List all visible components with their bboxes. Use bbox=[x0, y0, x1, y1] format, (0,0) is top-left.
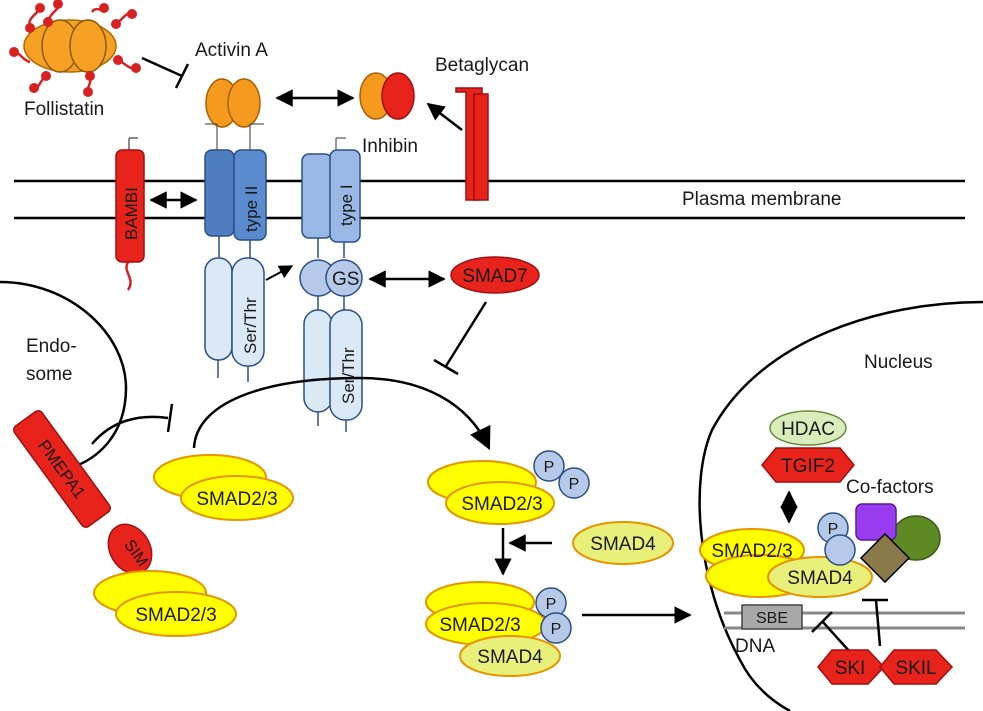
smad-complex-nucleus-smad23-label: SMAD2/3 bbox=[711, 541, 792, 562]
plasma-membrane bbox=[14, 179, 965, 220]
hdac-protein bbox=[769, 410, 847, 446]
cofactor-shapes bbox=[855, 503, 941, 584]
activin-a-ligand bbox=[205, 78, 261, 128]
phospho-p2: P bbox=[569, 476, 580, 493]
smad23-cytoplasm bbox=[153, 454, 294, 521]
smad23-endosome-label: SMAD2/3 bbox=[135, 605, 216, 626]
sbe-label: SBE bbox=[756, 610, 788, 627]
smad23-endosome bbox=[93, 570, 237, 637]
smad-complex-nucleus-smad4-label: SMAD4 bbox=[787, 568, 853, 589]
betaglycan-label: Betaglycan bbox=[435, 55, 529, 76]
cofactors-label: Co-factors bbox=[846, 477, 934, 498]
type-ii-kinase-label: Ser/Thr bbox=[241, 297, 260, 354]
nucleus-membrane bbox=[698, 300, 983, 711]
hdac-label: HDAC bbox=[781, 419, 835, 440]
endosome-membrane bbox=[0, 280, 128, 470]
gs-domain-label: GS bbox=[332, 269, 359, 290]
phosphorylation-arrow bbox=[192, 376, 491, 451]
smad7-inhibits-phosphorylation bbox=[433, 301, 488, 376]
ski-protein bbox=[817, 649, 886, 685]
smad-complex-cytoplasm bbox=[425, 581, 572, 677]
endosome-label-1: Endo- bbox=[26, 336, 77, 357]
tgif2-protein bbox=[761, 447, 855, 483]
tgif2-label: TGIF2 bbox=[781, 456, 835, 477]
phospho-p5: P bbox=[828, 521, 839, 538]
smad-complex-smad4-label: SMAD4 bbox=[477, 647, 543, 668]
pmepa1-inhibits-smad-phosphorylation bbox=[91, 403, 174, 445]
skil-label: SKIL bbox=[895, 658, 936, 679]
type-i-label: type I bbox=[337, 184, 356, 226]
smad4-cytoplasm-label: SMAD4 bbox=[590, 534, 656, 555]
activin-a-label: Activin A bbox=[195, 40, 268, 61]
phospho-p1: P bbox=[544, 459, 555, 476]
ski-label: SKI bbox=[835, 658, 866, 679]
smad4-cytoplasm bbox=[572, 521, 674, 565]
type-ii-activates-type-i-arrow bbox=[265, 265, 294, 281]
betaglycan-receptor bbox=[455, 87, 489, 201]
betaglycan-to-inhibin-arrow bbox=[426, 102, 463, 131]
follistatin-inhibits-activin bbox=[141, 56, 190, 89]
smad-complex-nucleus bbox=[699, 512, 873, 598]
bambi-protein bbox=[115, 137, 145, 291]
skil-protein bbox=[879, 649, 954, 685]
type-ii-receptor bbox=[204, 123, 267, 382]
inhibin-ligand bbox=[359, 72, 415, 120]
type-i-kinase-label: Ser/Thr bbox=[339, 347, 358, 404]
inhibin-label: Inhibin bbox=[362, 136, 418, 157]
smad23-phosphorylated bbox=[427, 450, 590, 525]
nucleus-label: Nucleus bbox=[864, 352, 933, 373]
smad-complex-smad23-label: SMAD2/3 bbox=[439, 615, 520, 636]
type-ii-label: type II bbox=[242, 186, 261, 232]
smad23-p-label: SMAD2/3 bbox=[461, 494, 542, 515]
bambi-label: BAMBI bbox=[122, 187, 141, 240]
smad7-label: SMAD7 bbox=[462, 266, 527, 287]
pmepa1-protein: PMEPA1 bbox=[13, 410, 111, 528]
phospho-p4: P bbox=[551, 621, 562, 638]
type-i-receptor bbox=[299, 137, 363, 432]
phospho-p3: P bbox=[546, 596, 557, 613]
smad7-protein bbox=[450, 256, 540, 294]
plasma-membrane-label: Plasma membrane bbox=[682, 189, 841, 210]
endosome-label-2: some bbox=[26, 364, 72, 385]
smad23-cytoplasm-label: SMAD2/3 bbox=[196, 489, 277, 510]
sbe-element bbox=[741, 604, 803, 630]
follistatin-label: Follistatin bbox=[24, 99, 104, 120]
ski-skil-inhibition bbox=[811, 598, 888, 653]
sim-domain: SIM bbox=[107, 523, 153, 575]
follistatin-complex bbox=[9, 0, 141, 97]
dna-label: DNA bbox=[735, 636, 775, 657]
